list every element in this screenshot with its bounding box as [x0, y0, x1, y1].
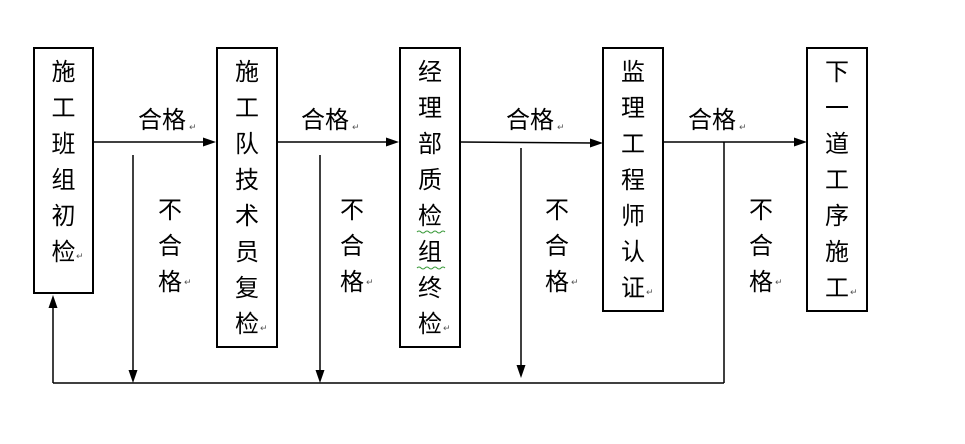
paragraph-mark: ↵	[850, 288, 858, 298]
paragraph-mark: ↵	[76, 252, 84, 262]
paragraph-mark: ↵	[443, 324, 451, 334]
fail-arrow-2-head	[315, 370, 325, 383]
fail-label-text: 不合格	[545, 196, 569, 296]
paragraph-mark: ↵	[352, 123, 360, 133]
fail-arrow-1-head	[128, 370, 138, 383]
pass-label-text: 合格	[506, 106, 554, 134]
return-up-arrow-head	[48, 295, 58, 308]
pass-label-2: 合格↵	[301, 107, 360, 141]
fail-label-3: 不合格 ↵	[545, 192, 579, 300]
pass-arrow-2-head	[386, 137, 399, 147]
paragraph-mark: ↵	[646, 288, 654, 298]
pass-label-text: 合格	[138, 106, 186, 134]
pass-arrow-3-line	[459, 141, 594, 144]
fail-arrow-3-head	[516, 365, 526, 378]
step-box-label: 施工班组初检	[51, 58, 76, 266]
step-box-label: 施工队技术员复检	[235, 58, 259, 338]
pass-arrow-1-head	[203, 137, 216, 147]
paragraph-mark: ↵	[571, 278, 579, 288]
step-box-crew-initial-inspection: 施工班组初检 ↵	[33, 47, 94, 294]
pass-label-text: 合格	[301, 106, 349, 134]
paragraph-mark: ↵	[557, 123, 565, 133]
step-box-label: 监理工程师认证	[621, 58, 645, 302]
paragraph-mark: ↵	[366, 278, 374, 288]
paragraph-mark: ↵	[189, 123, 197, 133]
pass-label-text: 合格	[688, 106, 736, 134]
pass-label-4: 合格↵	[688, 107, 747, 141]
fail-label-2: 不合格 ↵	[340, 192, 374, 300]
step-box-label: 经理部质检组终检	[418, 58, 442, 338]
paragraph-mark: ↵	[260, 324, 268, 334]
fail-label-1: 不合格 ↵	[158, 192, 192, 300]
step-box-next-process: 下一道工序施工 ↵	[806, 47, 868, 312]
pass-label-1: 合格↵	[138, 107, 197, 141]
step-box-supervisor-certification: 监理工程师认证 ↵	[602, 47, 664, 312]
step-box-technician-recheck: 施工队技术员复检 ↵	[216, 47, 278, 348]
fail-label-text: 不合格	[158, 196, 182, 296]
fail-label-text: 不合格	[340, 196, 364, 296]
step-box-label: 下一道工序施工	[825, 58, 849, 302]
step-box-qc-final-inspection: 经理部质检组终检 ↵	[399, 47, 461, 348]
fail-label-4: 不合格 ↵	[749, 192, 783, 300]
paragraph-mark: ↵	[775, 278, 783, 288]
paragraph-mark: ↵	[184, 278, 192, 288]
pass-label-3: 合格↵	[506, 107, 565, 141]
fail-label-text: 不合格	[749, 196, 773, 296]
paragraph-mark: ↵	[739, 123, 747, 133]
